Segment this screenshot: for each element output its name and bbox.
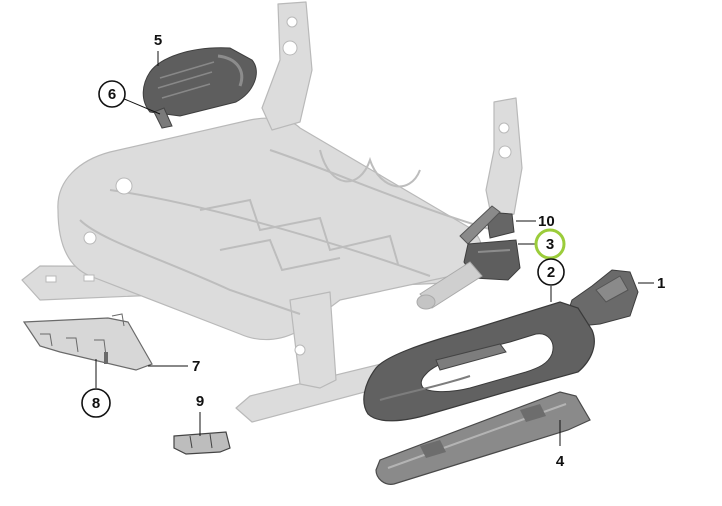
leader-lines — [95, 51, 654, 446]
hole — [294, 344, 306, 356]
part-5-edge — [217, 54, 244, 87]
part-5-ribs — [157, 61, 215, 99]
part-10-cap — [459, 205, 515, 245]
seat-frame-details — [79, 149, 501, 315]
rail-slot — [83, 274, 95, 282]
part-4-strip — [375, 391, 591, 485]
recline-lever — [459, 205, 501, 245]
callout-1-label: 1 — [657, 275, 665, 292]
cross-tube — [269, 149, 501, 233]
rail-slot — [45, 275, 57, 283]
cross-tube-2 — [109, 189, 431, 277]
callout-10-label: 10 — [538, 213, 555, 230]
callout-7: 7 — [192, 358, 200, 375]
backrest-pillar-right — [485, 97, 523, 221]
callout-8-label: 8 — [92, 395, 100, 412]
callout-5-label: 5 — [154, 32, 162, 49]
callout-9-label: 9 — [196, 393, 204, 410]
part-9-clip — [173, 431, 231, 455]
spring-wire-3 — [319, 149, 421, 188]
frame-holes — [45, 16, 512, 356]
leader-6 — [121, 97, 161, 115]
backrest-pillar-left — [261, 1, 313, 131]
callout-6-label: 6 — [108, 86, 116, 103]
callout-2: 2 — [537, 258, 565, 286]
part-5-cover — [142, 47, 257, 117]
part-3-edge — [477, 249, 511, 253]
part-3-cap — [463, 239, 521, 281]
callout-4: 4 — [556, 453, 565, 470]
part-7-body — [22, 317, 153, 371]
callout-2-circle — [537, 258, 565, 286]
callout-1: 1 — [657, 275, 665, 292]
callout-5: 5 — [154, 32, 162, 49]
hole — [498, 122, 510, 134]
callout-6: 6 — [98, 80, 126, 108]
callout-3: 3 — [534, 228, 566, 260]
hole — [286, 16, 298, 28]
hole — [115, 177, 133, 195]
part-2-switch — [435, 343, 507, 371]
callout-2-label: 2 — [547, 264, 555, 281]
spring-wire — [199, 198, 399, 265]
part-7-bracket — [22, 313, 153, 371]
frame-inner-edge — [79, 219, 301, 315]
part-9-body — [173, 431, 231, 455]
callout-10: 10 — [538, 213, 555, 230]
hole — [282, 40, 298, 56]
callout-4-label: 4 — [556, 453, 565, 470]
hole — [498, 145, 512, 159]
spring-wire-2 — [219, 238, 341, 272]
part-5-body — [142, 47, 257, 117]
callout-3-highlight-ring — [534, 228, 566, 260]
callout-7-label: 7 — [192, 358, 200, 375]
callout-6-circle — [98, 80, 126, 108]
hole — [83, 231, 97, 245]
callout-8-circle — [81, 388, 111, 418]
part-2-side-panel — [363, 301, 595, 422]
adjust-motor — [416, 261, 483, 310]
callout-9: 9 — [196, 393, 204, 410]
callout-3-label: 3 — [546, 236, 554, 253]
callout-8: 8 — [81, 388, 111, 418]
front-slide — [289, 291, 337, 389]
